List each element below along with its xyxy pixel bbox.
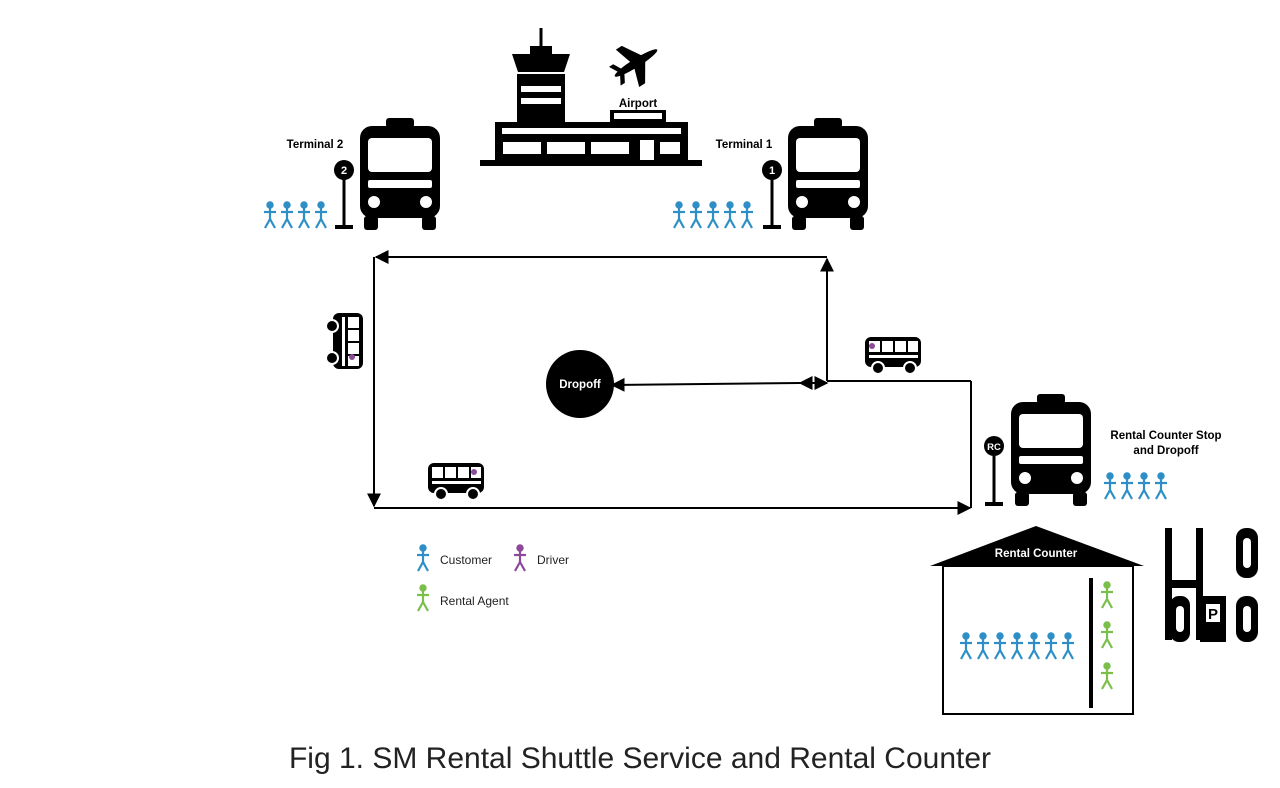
bus-stop-sign-icon bbox=[762, 160, 782, 229]
customer-icon bbox=[296, 200, 312, 230]
rental-counter-label: Rental Counter bbox=[995, 548, 1078, 560]
legend-rental-agent-icon bbox=[415, 583, 431, 613]
stop-number-1: 1 bbox=[769, 165, 775, 177]
customer-icon bbox=[705, 200, 721, 230]
airport-building-icon bbox=[480, 28, 702, 166]
customer-icon bbox=[279, 200, 295, 230]
bus-stop-sign-icon bbox=[334, 160, 354, 229]
legend-customer-label: Customer bbox=[440, 553, 492, 567]
bus-front-icon bbox=[360, 118, 440, 230]
airplane-icon bbox=[608, 45, 658, 87]
customer-queue-rental-stop bbox=[1102, 471, 1169, 501]
bus-stop-sign-icon bbox=[984, 436, 1004, 506]
dropoff-node bbox=[546, 350, 614, 418]
legend-rental-agent-label: Rental Agent bbox=[440, 594, 509, 608]
terminal-1-label: Terminal 1 bbox=[716, 139, 773, 151]
airport-label: Airport bbox=[619, 98, 658, 110]
legend-customer-icon bbox=[415, 543, 431, 573]
bus-front-icon bbox=[788, 118, 868, 230]
customer-icon bbox=[671, 200, 687, 230]
legend-driver-label: Driver bbox=[537, 553, 569, 567]
shuttle-bus-icon bbox=[427, 462, 485, 501]
bus-front-icon bbox=[1011, 394, 1091, 506]
customer-icon bbox=[1136, 471, 1152, 501]
customer-queue-terminal-2 bbox=[262, 200, 329, 230]
rental-counter-building bbox=[930, 526, 1144, 715]
customer-icon bbox=[1102, 471, 1118, 501]
customer-queue-terminal-1 bbox=[671, 200, 755, 230]
customer-icon bbox=[1119, 471, 1135, 501]
dropoff-label: Dropoff bbox=[559, 379, 601, 391]
figure-caption: Fig 1. SM Rental Shuttle Service and Ren… bbox=[288, 742, 992, 775]
customer-icon bbox=[688, 200, 704, 230]
stop-number-2: 2 bbox=[341, 165, 347, 177]
customer-icon bbox=[313, 200, 329, 230]
rental-counter-stop-label: Rental Counter Stop bbox=[1110, 430, 1221, 442]
svg-text:P: P bbox=[1208, 606, 1218, 623]
terminal-2-label: Terminal 2 bbox=[287, 139, 344, 151]
shuttle-bus-icon bbox=[864, 336, 922, 375]
customer-icon bbox=[739, 200, 755, 230]
legend: Customer Driver Rental Agent bbox=[415, 543, 569, 613]
shuttle-bus-icon bbox=[325, 312, 364, 370]
rental-counter-stop-label-line2: and Dropoff bbox=[1133, 445, 1198, 457]
legend-driver-icon bbox=[512, 543, 528, 573]
customer-icon bbox=[1153, 471, 1169, 501]
customer-icon bbox=[722, 200, 738, 230]
shuttle-route bbox=[367, 250, 972, 515]
hopo-logo: P bbox=[1165, 528, 1258, 642]
stop-rc-label: RC bbox=[987, 442, 1001, 453]
customer-icon bbox=[262, 200, 278, 230]
